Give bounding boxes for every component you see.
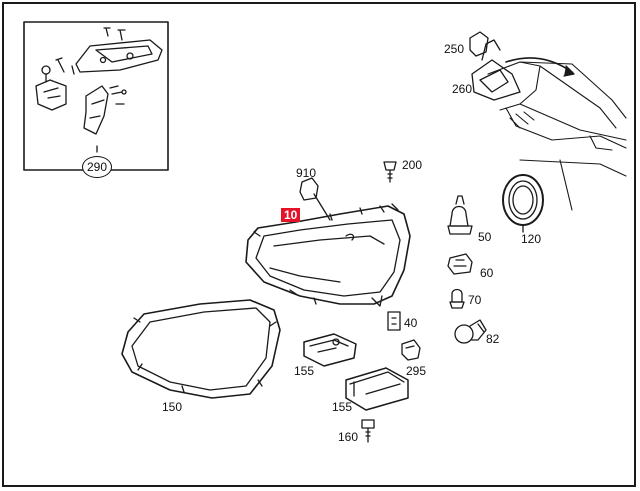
label-155-igniter: 155 <box>294 364 315 378</box>
bulb-60 <box>447 253 473 275</box>
label-60: 60 <box>480 266 494 280</box>
label-260: 260 <box>452 82 473 96</box>
ballast-155 <box>345 367 409 411</box>
label-150: 150 <box>162 400 183 414</box>
diagram-frame <box>2 2 636 487</box>
interior-lamp-260 <box>471 39 521 101</box>
label-290: 290 <box>82 156 112 178</box>
label-910: 910 <box>296 166 317 180</box>
lens-cover-150 <box>121 299 281 399</box>
label-155-ballast: 155 <box>332 400 353 414</box>
screw-200 <box>383 161 397 183</box>
screw-160 <box>361 419 375 443</box>
label-160: 160 <box>338 430 359 444</box>
clip-40 <box>387 311 401 331</box>
bulb-70 <box>449 288 465 309</box>
label-70: 70 <box>468 293 482 307</box>
inset-detail-290 <box>23 21 169 171</box>
label-40: 40 <box>404 316 418 330</box>
plug-295 <box>401 339 421 361</box>
label-10-highlighted: 10 <box>281 208 301 222</box>
cover-cap-120 <box>502 174 544 233</box>
igniter-155 <box>303 333 357 367</box>
label-120: 120 <box>521 232 542 246</box>
bulb-50 <box>447 195 473 235</box>
label-250: 250 <box>444 42 465 56</box>
headlamp-assembly-10 <box>245 203 411 307</box>
label-50: 50 <box>478 230 492 244</box>
label-200: 200 <box>402 158 423 172</box>
vehicle-outline <box>487 61 627 211</box>
bulb-82 <box>454 319 487 344</box>
label-82: 82 <box>486 332 500 346</box>
bulb-250 <box>469 31 489 57</box>
label-295: 295 <box>406 364 427 378</box>
